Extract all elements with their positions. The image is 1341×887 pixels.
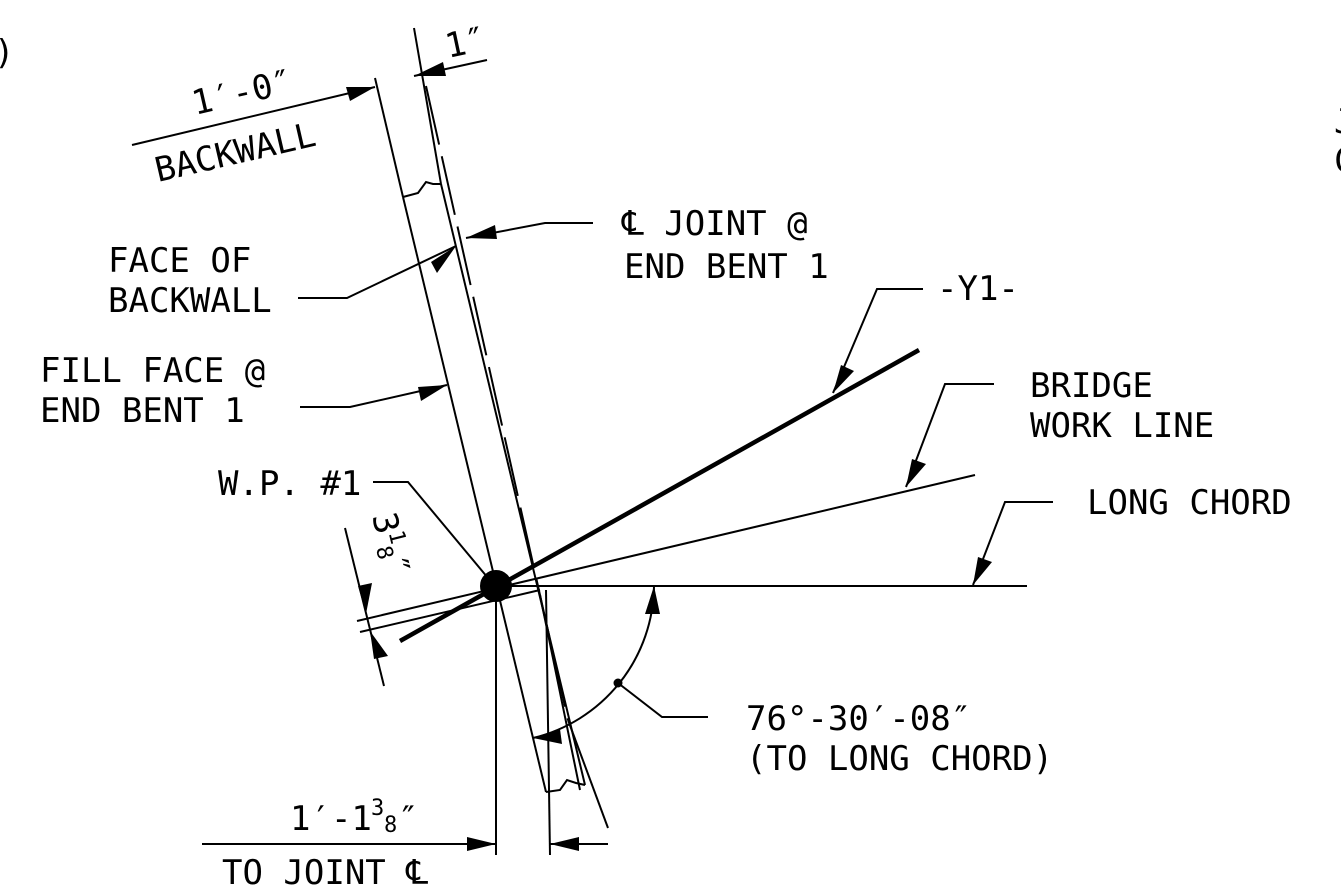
- label-long-chord: LONG CHORD: [1087, 483, 1292, 523]
- ext-line-top-1: [374, 77, 404, 198]
- label-face-line2: BACKWALL: [108, 281, 272, 321]
- dim-backwall-width: [131, 59, 488, 146]
- svg-text:8: 8: [370, 543, 397, 562]
- top-break-mark: [402, 180, 441, 198]
- label-edge-right-1: J: [1334, 102, 1341, 142]
- fill-face-line: [402, 196, 547, 793]
- label-face-line1: FACE OF: [108, 241, 251, 281]
- label-bwl-line1: BRIDGE: [1030, 366, 1153, 406]
- backwall-lines: [374, 27, 609, 856]
- label-edge-right-2: C: [1334, 141, 1341, 181]
- ext-line-top-2: [413, 27, 442, 185]
- labels: ) 1′-0″ BACKWALL 1″ ℄ JOINT @ END BENT 1…: [0, 19, 1341, 887]
- bridge-work-line: [356, 474, 976, 622]
- y1-line: [398, 348, 921, 643]
- label-offset-dim: 3 1 8 ″: [363, 509, 417, 581]
- dim-offset: [344, 527, 388, 687]
- label-y1: -Y1-: [937, 269, 1019, 309]
- ext-line-bottom-3: [539, 594, 581, 791]
- label-joint-line2: END BENT 1: [624, 247, 829, 287]
- label-fill-line1: FILL FACE @: [40, 351, 265, 391]
- label-to-joint: TO JOINT ℄: [222, 853, 428, 887]
- face-of-backwall-line: [440, 183, 586, 786]
- label-backwall-width: 1′-0″: [188, 62, 297, 124]
- label-joint-width: 1″: [442, 19, 490, 67]
- label-bwl-line2: WORK LINE: [1030, 406, 1214, 446]
- svg-text:8: 8: [384, 813, 397, 838]
- lower-bridge-line: [359, 589, 541, 633]
- label-joint-dim: 1′-1 3 8 ″: [290, 796, 418, 839]
- leaders: [298, 222, 1053, 718]
- svg-text:″: ″: [398, 799, 418, 839]
- work-point: [480, 570, 512, 602]
- label-edge-left: ): [0, 33, 14, 73]
- svg-text:1′-1: 1′-1: [290, 799, 372, 839]
- angle-arc: [532, 585, 660, 744]
- svg-text:3: 3: [371, 796, 384, 821]
- label-fill-line2: END BENT 1: [40, 391, 245, 431]
- label-angle-line1: 76°-30′-08″: [746, 699, 971, 739]
- label-joint-line1: ℄ JOINT @: [621, 204, 808, 244]
- label-angle-line2: (TO LONG CHORD): [746, 739, 1053, 779]
- label-backwall: BACKWALL: [151, 115, 320, 191]
- ext-line-bottom-2: [545, 589, 551, 856]
- label-wp: W.P. #1: [218, 464, 361, 504]
- dim-to-joint: [202, 837, 608, 851]
- svg-text:1: 1: [383, 528, 410, 547]
- ext-line-bottom-1: [567, 719, 609, 829]
